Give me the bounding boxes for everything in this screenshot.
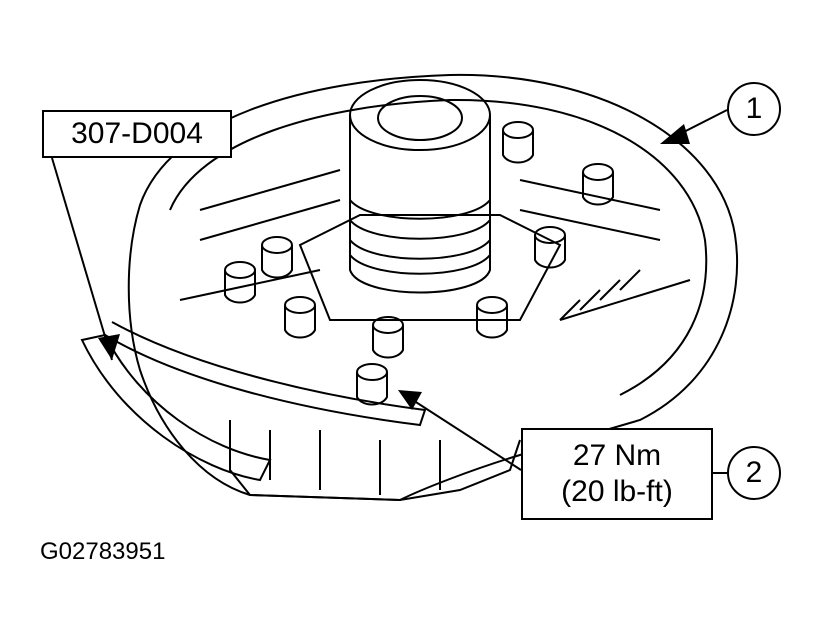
torque-spec-label: 27 Nm (20 lb-ft)	[521, 428, 713, 520]
tool-arrowhead	[98, 334, 120, 360]
bolt	[372, 316, 404, 359]
fluid-channel	[199, 199, 341, 241]
fluid-channel	[559, 279, 691, 321]
hub-ring	[349, 219, 491, 240]
hub-ring	[349, 239, 491, 260]
special-tool-strap-edge	[104, 321, 427, 427]
torque-arrowhead	[398, 390, 422, 410]
fluid-channel	[519, 209, 661, 241]
bolt	[582, 163, 614, 206]
hub-bore	[377, 95, 463, 141]
bolt	[502, 121, 534, 164]
hub-ring	[349, 254, 491, 275]
pump-housing-inner-rim	[169, 98, 708, 396]
special-tool-strap	[80, 333, 272, 482]
torque-leader-line	[404, 394, 522, 471]
fluid-channel	[179, 269, 321, 301]
bolt	[534, 226, 566, 269]
figure-id: G02783951	[40, 538, 166, 565]
lower-body	[229, 420, 521, 502]
callout-1-number: 1	[745, 92, 763, 125]
bolt	[476, 296, 508, 339]
tool-number-label: 307-D004	[42, 110, 232, 158]
bolt	[284, 296, 316, 339]
callout-1-arrowhead	[660, 124, 690, 144]
hub-flange	[298, 214, 562, 321]
bolt	[261, 236, 293, 279]
bolt	[224, 261, 256, 304]
fluid-channel	[519, 179, 661, 211]
callout-1: 1	[727, 82, 781, 136]
spline-teeth	[559, 269, 641, 321]
torque-imperial-text: (20 lb-ft)	[561, 475, 673, 508]
hub-ring	[349, 199, 491, 220]
callout-2: 2	[727, 446, 781, 500]
tool-leader-line	[51, 157, 113, 361]
callout-2-number: 2	[745, 456, 763, 489]
fluid-channel	[199, 169, 341, 211]
hub-body	[349, 115, 491, 294]
tool-number-text: 307-D004	[71, 117, 203, 150]
pump-housing-outline	[127, 73, 739, 502]
torque-metric-text: 27 Nm	[572, 439, 662, 472]
lower-body-detail	[269, 430, 441, 495]
bolt	[356, 363, 388, 406]
